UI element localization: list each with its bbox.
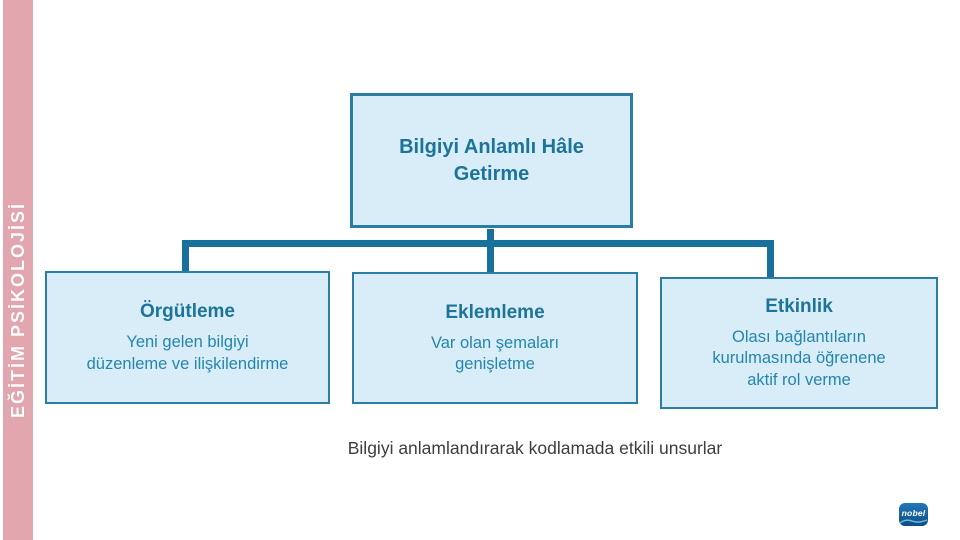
node-eklemleme-description: Var olan şemaları genişletme: [430, 333, 560, 374]
logo-swoosh-icon: [899, 519, 928, 524]
node-eklemleme-title: Eklemleme: [445, 301, 545, 323]
node-root: Bilgiyi Anlamlı Hâle Getirme: [350, 93, 633, 228]
sidebar-bar: [3, 0, 33, 540]
connector-root-stub: [487, 229, 494, 243]
node-root-title: Bilgiyi Anlamlı Hâle Getirme: [399, 135, 584, 185]
connector-middle-stub: [487, 246, 494, 274]
node-orgutleme-description: Yeni gelen bilgiyi düzenleme ve ilişkile…: [86, 333, 289, 373]
node-orgutleme-title: Örgütleme: [139, 301, 236, 323]
connector-right-stub: [767, 246, 774, 279]
connector-left-stub: [182, 246, 189, 273]
node-etkinlik-title: Etkinlik: [765, 296, 833, 318]
connector-horizontal: [182, 240, 774, 247]
nobel-logo-text: nobel: [901, 507, 926, 518]
nobel-logo: nobel: [899, 503, 928, 526]
node-eklemleme: Eklemleme Var olan şemaları genişletme: [352, 272, 638, 404]
node-etkinlik-description: Olası bağlantıların kurulmasında öğrenen…: [712, 327, 886, 390]
diagram-caption: Bilgiyi anlamlandırarak kodlamada etkili…: [347, 438, 723, 458]
sidebar-title: EĞİTİM PSİKOLOJİSİ: [8, 201, 28, 418]
node-etkinlik: Etkinlik Olası bağlantıların kurulmasınd…: [660, 277, 938, 409]
node-orgutleme: Örgütleme Yeni gelen bilgiyi düzenleme v…: [45, 271, 330, 404]
